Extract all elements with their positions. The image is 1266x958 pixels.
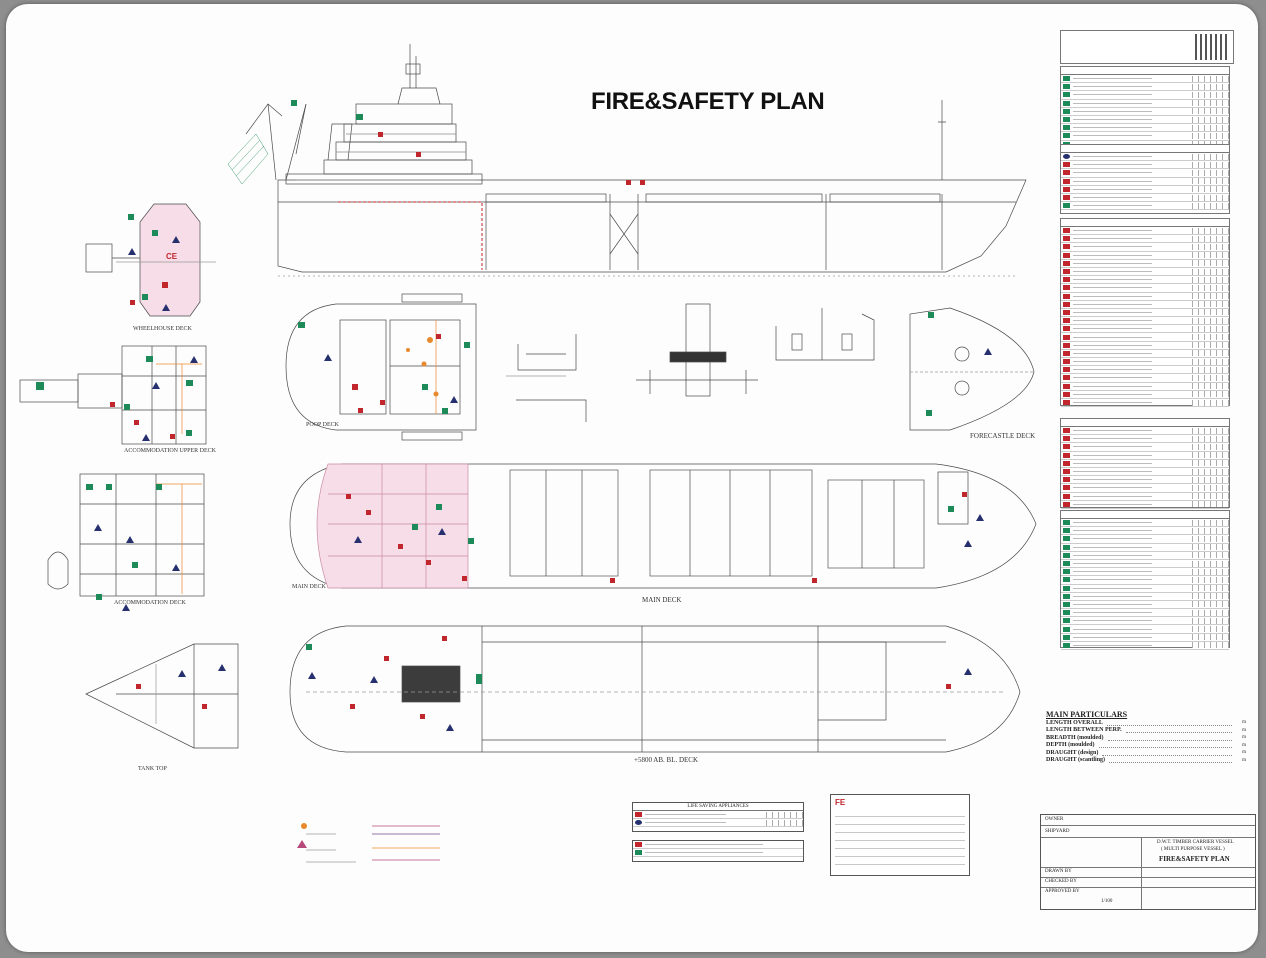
legend-header — [1060, 30, 1234, 64]
checked-by-label: CHECKED BY — [1045, 879, 1077, 884]
main-particulars-title: MAIN PARTICULARS — [1046, 710, 1128, 719]
wheelhouse-deck-label: WHEELHOUSE DECK — [133, 326, 192, 332]
legend-table-5 — [1060, 510, 1230, 650]
below-deck-label: +5800 AB. BL. DECK — [634, 756, 699, 764]
scale-label: 1/100 — [1101, 899, 1113, 904]
accommodation-upper-deck-label: ACCOMMODATION UPPER DECK — [124, 448, 217, 454]
tank-top-label: TANK TOP — [138, 766, 167, 772]
profile-view — [245, 44, 1027, 277]
particular-row: LENGTH BETWEEN PERP.m — [1046, 727, 1246, 734]
approved-by-label: APPROVED BY — [1045, 889, 1080, 894]
ship-plan-drawing — [19, 44, 1037, 863]
particular-row: BREADTH (moulded)m — [1046, 734, 1246, 741]
wheelhouse-deck-plan — [85, 203, 216, 317]
forecastle-deck-plan — [909, 307, 1035, 431]
owner-label: OWNER — [1045, 817, 1064, 822]
life-saving-legend: LIFE SAVING APPLIANCES — [632, 802, 804, 832]
vessel-sub-label: ( MULTI PURPOSE VESSEL ) — [1161, 847, 1225, 852]
main-deck-label: MAIN DECK — [642, 596, 682, 604]
drawing-title: FIRE&SAFETY PLAN — [1159, 855, 1230, 863]
poop-deck-label: POOP DECK — [306, 422, 339, 428]
drawing-sheet: FIRE&SAFETY PLAN — [6, 4, 1258, 952]
legend-table-3 — [1060, 218, 1230, 408]
particular-row: DRAUGHT (design)m — [1046, 749, 1246, 756]
section-views — [506, 303, 875, 422]
tank-top-plan — [85, 643, 239, 749]
vessel-label: D.W.T. TIMBER CARRIER VESSEL — [1157, 840, 1234, 845]
fire-control-legend — [632, 840, 804, 862]
page-title: FIRE&SAFETY PLAN — [591, 88, 825, 115]
poop-deck-plan — [285, 293, 477, 441]
line-legend — [306, 825, 440, 863]
legend-table-1 — [1060, 66, 1230, 150]
particular-row: DRAUGHT (scantling)m — [1046, 757, 1246, 764]
accommodation-upper-deck-plan — [19, 345, 207, 445]
accommodation-deck-label: ACCOMMODATION DECK — [114, 600, 186, 606]
safety-symbols — [36, 100, 992, 848]
main-deck-left-label: MAIN DECK — [292, 584, 326, 590]
fe-notes-box: FE — [830, 794, 970, 876]
main-deck-plan — [289, 463, 1037, 589]
forecastle-deck-label: FORECASTLE DECK — [970, 432, 1036, 440]
particular-row: DEPTH (moulded)m — [1046, 742, 1246, 749]
legend-table-2 — [1060, 144, 1230, 214]
accommodation-deck-plan — [47, 473, 205, 597]
fe-symbol: FE — [835, 798, 846, 807]
legend-table-4 — [1060, 418, 1230, 509]
title-block: OWNER SHIPYARD D.W.T. TIMBER CARRIER VES… — [1040, 814, 1256, 910]
below-deck-plan — [289, 625, 1021, 753]
shipyard-label: SHIPYARD — [1045, 829, 1070, 834]
ce-symbol: CE — [166, 252, 178, 261]
drawn-by-label: DRAWN BY — [1045, 869, 1072, 874]
